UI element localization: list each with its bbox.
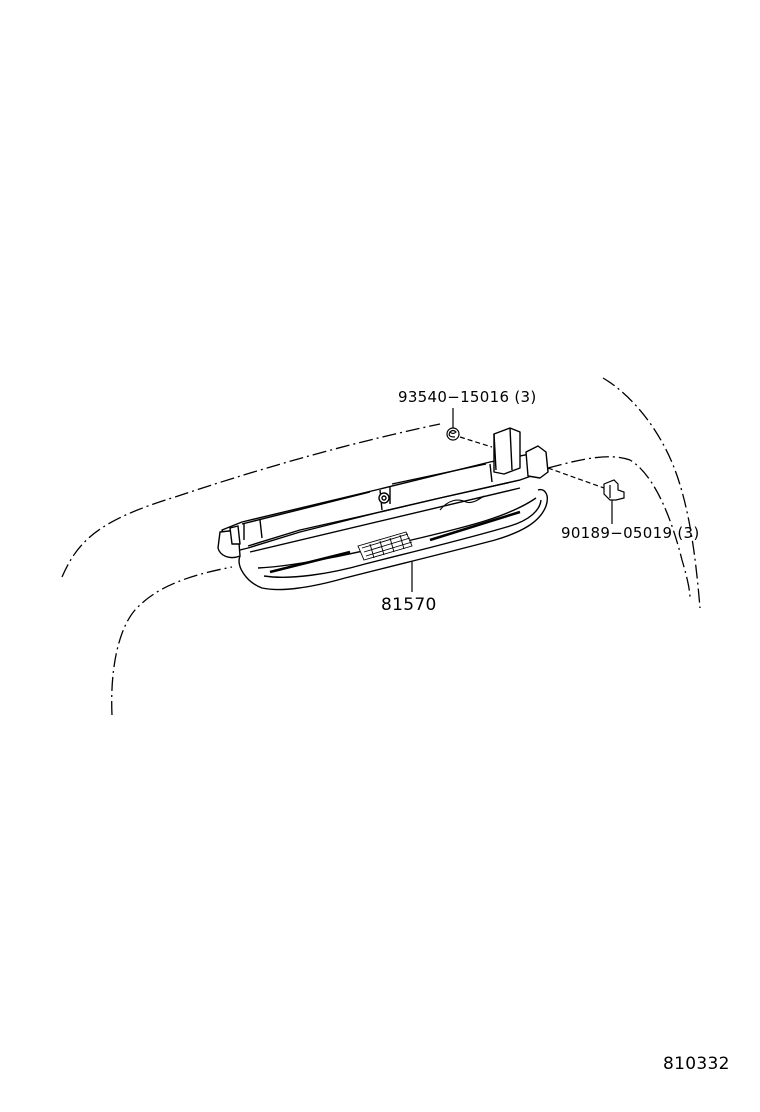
pillar-outline-right — [602, 377, 701, 609]
connector-tower — [493, 427, 521, 475]
clip-dash — [459, 436, 493, 448]
lamp-part-number: 81570 — [381, 595, 437, 615]
screw-part-icon — [603, 479, 625, 501]
screw-part-number: 90189−05019 (3) — [561, 524, 700, 542]
roof-outline-upper — [61, 423, 441, 578]
lamp-lens-inner — [263, 499, 542, 578]
stop-lamp-assembly — [217, 427, 549, 591]
wire-harness — [439, 495, 485, 511]
roof-outline-lower — [111, 566, 233, 716]
lamp-right-end — [525, 445, 549, 479]
pillar-outline-inner — [547, 456, 691, 599]
clip-part-icon — [446, 427, 460, 441]
diagram-reference-number: 810332 — [663, 1054, 730, 1074]
lamp-base-rail-upper — [241, 463, 487, 525]
lamp-base-ridge — [247, 479, 521, 553]
lamp-reflector-hatch — [269, 510, 521, 574]
leader-lines — [411, 408, 613, 592]
clip-part-number: 93540−15016 (3) — [398, 388, 537, 406]
vehicle-outline — [61, 377, 701, 716]
mounting-boss — [378, 492, 390, 504]
screw-dash — [547, 467, 605, 489]
lamp-left-tab — [229, 525, 241, 545]
